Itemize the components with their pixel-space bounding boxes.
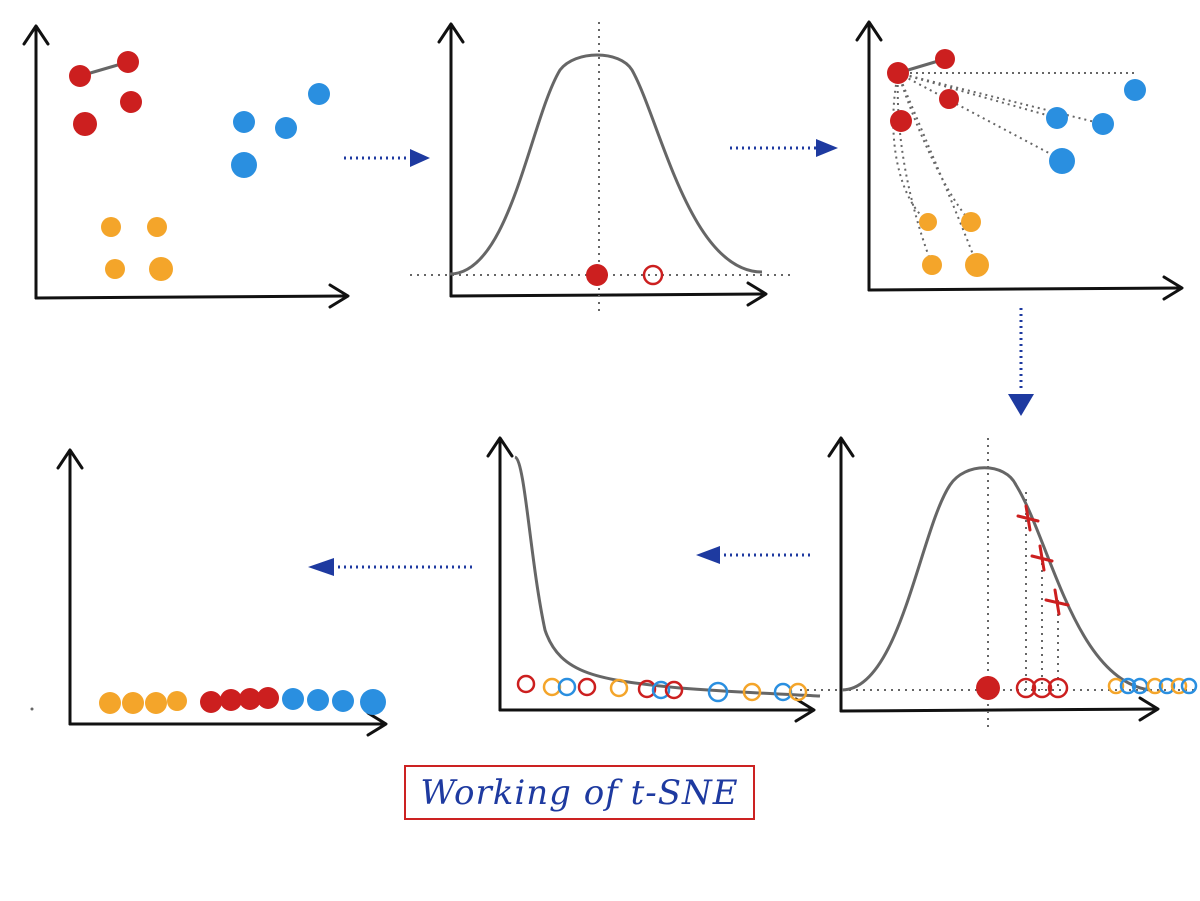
orange-ring: [609, 678, 629, 698]
orange-point: [961, 212, 981, 232]
axes: [486, 436, 816, 723]
caption-title: Working of t-SNE: [420, 772, 739, 813]
panel-original-clusters: [22, 24, 350, 309]
blue-point: [231, 152, 257, 178]
dotted-arrow-icon: [308, 558, 474, 576]
cross-marker-icon: [1016, 504, 1070, 616]
blue-point: [360, 689, 386, 715]
blue-point: [275, 117, 297, 139]
blue-point: [282, 688, 304, 710]
blue-point: [1124, 79, 1146, 101]
blue-ring: [1158, 677, 1176, 695]
dotted-arrow-icon: [344, 149, 430, 167]
orange-ring: [1170, 677, 1188, 695]
red-cluster: [200, 687, 279, 713]
orange-cluster: [99, 691, 187, 714]
panel-t-distribution: [486, 436, 842, 723]
orange-point: [922, 255, 942, 275]
red-point: [939, 89, 959, 109]
heavy-tail-curve: [513, 455, 821, 698]
panel-gaussian: [410, 22, 790, 312]
red-ring: [577, 677, 597, 697]
red-ring: [637, 679, 657, 699]
orange-point: [965, 253, 989, 277]
tail-rings: [1107, 677, 1198, 695]
orange-ring: [788, 682, 808, 702]
red-point: [887, 62, 909, 84]
red-ring: [664, 680, 684, 700]
red-cluster: [69, 51, 142, 136]
red-point: [120, 91, 142, 113]
orange-cluster: [101, 217, 173, 281]
blue-point: [307, 689, 329, 711]
stray-dot: [30, 707, 34, 711]
distance-lines: [892, 72, 1135, 266]
orange-point: [167, 691, 187, 711]
axes: [437, 22, 768, 307]
blue-ring: [773, 682, 793, 702]
red-ring: [1015, 677, 1037, 699]
blue-ring: [707, 681, 729, 703]
blue-point: [1046, 107, 1068, 129]
panel-gaussian-projection: [800, 436, 1198, 730]
blue-ring: [1180, 677, 1198, 695]
axes: [827, 436, 1160, 722]
blue-ring: [651, 680, 671, 700]
blue-cluster: [282, 688, 386, 715]
dotted-arrow-icon: [730, 139, 838, 157]
orange-ring: [542, 677, 562, 697]
blue-ring: [1119, 677, 1137, 695]
orange-point: [105, 259, 125, 279]
red-ring: [1047, 677, 1069, 699]
red-point: [890, 110, 912, 132]
red-point: [257, 687, 279, 709]
red-cluster: [887, 49, 959, 132]
orange-point: [147, 217, 167, 237]
blue-cluster: [1046, 79, 1146, 174]
blue-point: [332, 690, 354, 712]
blue-point: [233, 111, 255, 133]
orange-point: [99, 692, 121, 714]
gaussian-curve: [449, 53, 763, 276]
blue-point: [1049, 148, 1075, 174]
axes: [56, 448, 388, 737]
red-point: [200, 691, 222, 713]
orange-ring: [742, 682, 762, 702]
mixed-rings: [516, 674, 808, 703]
red-point: [239, 688, 261, 710]
blue-cluster: [231, 83, 330, 178]
red-point: [935, 49, 955, 69]
orange-point: [919, 213, 937, 231]
red-point: [69, 65, 91, 87]
orange-point: [122, 692, 144, 714]
orange-ring: [1107, 677, 1125, 695]
dotted-arrow-icon: [1008, 308, 1034, 416]
red-point: [586, 264, 608, 286]
orange-point: [145, 692, 167, 714]
orange-point: [101, 217, 121, 237]
blue-ring: [557, 677, 577, 697]
dotted-arrow-icon: [696, 546, 812, 564]
gaussian-curve: [841, 466, 1151, 692]
blue-point: [1092, 113, 1114, 135]
red-point: [73, 112, 97, 136]
orange-point: [149, 257, 173, 281]
red-point: [117, 51, 139, 73]
blue-point: [308, 83, 330, 105]
orange-cluster: [919, 212, 989, 277]
axes: [22, 24, 350, 309]
orange-ring: [1146, 677, 1164, 695]
red-ring: [642, 264, 664, 286]
red-ring: [516, 674, 536, 694]
caption-box: Working of t-SNE: [404, 765, 755, 820]
red-ring: [1031, 677, 1053, 699]
panel-pairwise-distances: [855, 20, 1184, 301]
red-rings: [1015, 677, 1069, 699]
red-point: [976, 676, 1000, 700]
red-point: [220, 689, 242, 711]
axes: [855, 20, 1184, 301]
panel-low-dimensional-embedding: [30, 448, 388, 737]
